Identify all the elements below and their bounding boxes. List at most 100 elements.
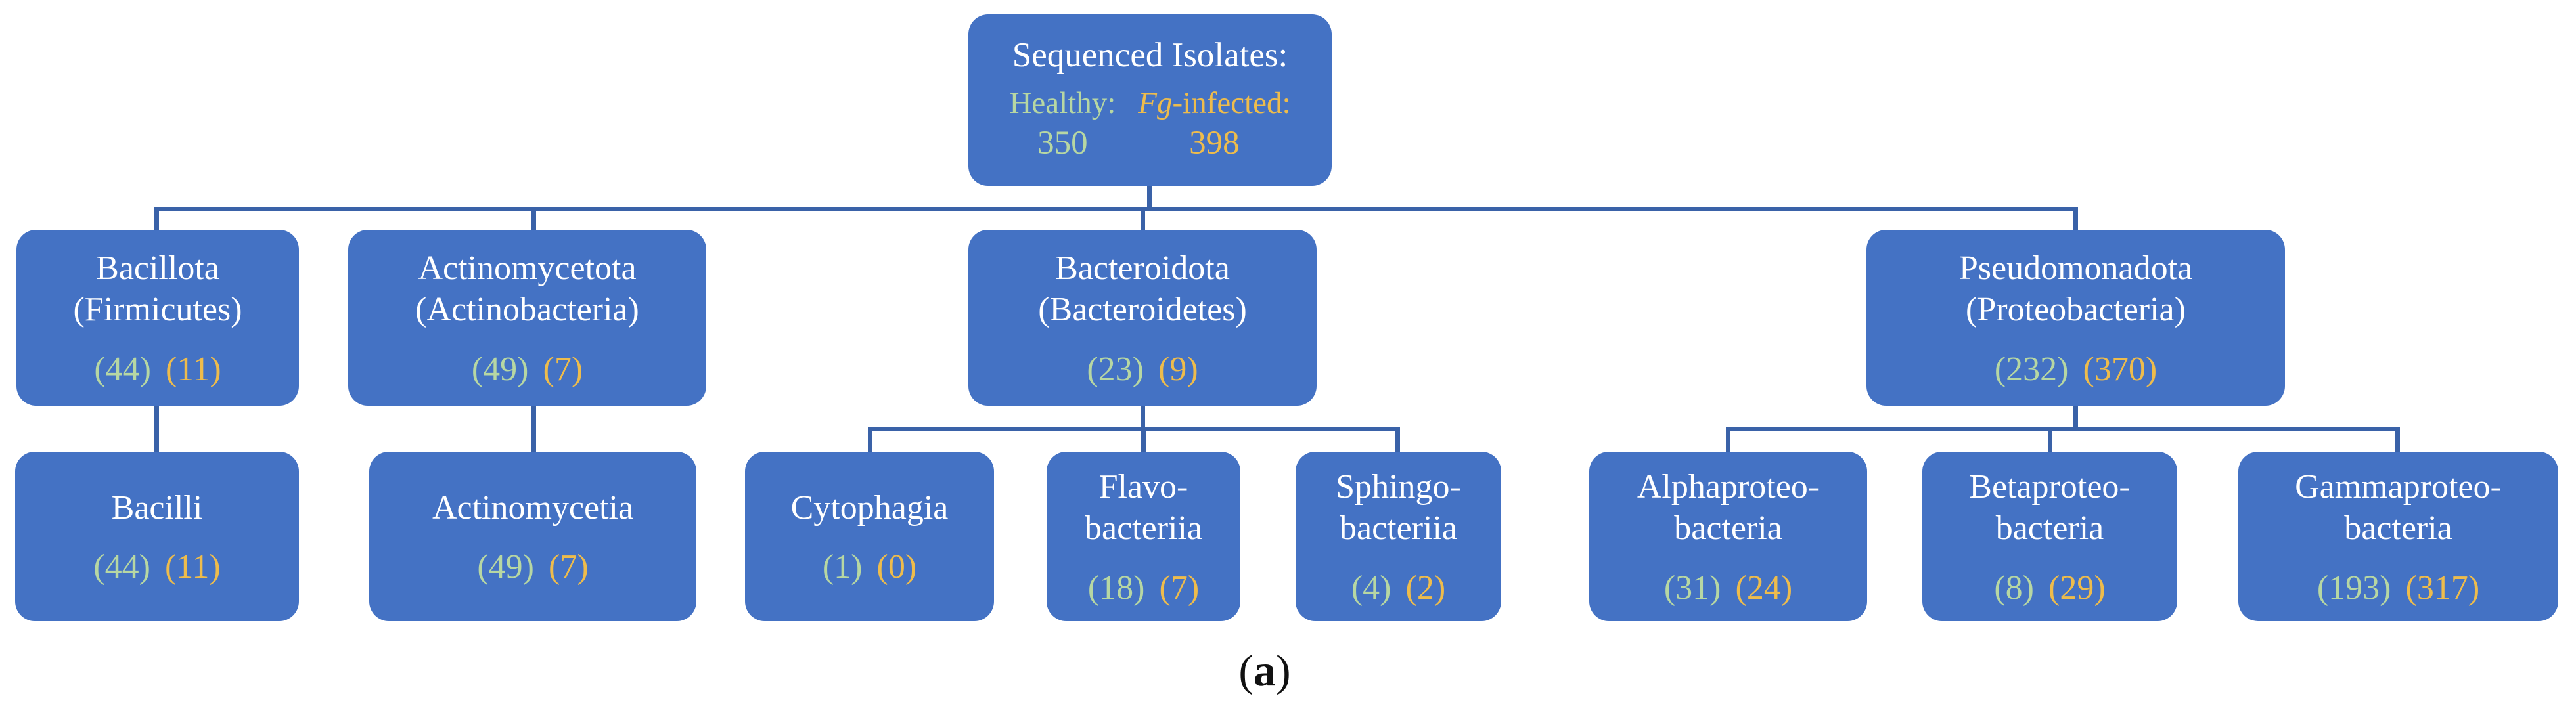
node-counts: (44) (11) [94,351,221,388]
healthy-count: (193) [2316,569,2391,607]
infected-column: Fg-infected: 398 [1138,85,1290,165]
node-counts: (23)(9) [1087,351,1198,388]
node-title: Alphaproteo- bacteria [1637,466,1819,550]
node-title: Cytophagia [791,487,949,529]
node-title: Actinomycetia [432,487,633,529]
infected-count: (11) [165,350,221,388]
node-actinomycetia: Actinomycetia (49)(7) [369,452,696,621]
fg-abbreviation: Fg [1138,85,1173,120]
connector-stub-cytophagia [868,427,872,454]
connector-stub-alphaproteobacteria [1726,427,1730,454]
node-title: Gammaproteo- bacteria [2295,466,2502,550]
node-title-line2: bacteria [1674,510,1782,548]
node-title-line2: bacteriia [1085,510,1202,548]
node-title-line2: (Bacteroidetes) [1038,291,1247,329]
node-title: Bacilli [112,487,203,529]
healthy-count: (44) [93,548,150,586]
caption-open-paren: ( [1238,645,1254,695]
healthy-count: (4) [1351,569,1391,607]
figure-caption: (a) [1163,645,1367,697]
node-title: Flavo- bacteriia [1085,466,1202,550]
healthy-total: 350 [1037,125,1088,162]
node-actinomycetota: Actinomycetota (Actinobacteria) (49) (7) [348,230,706,406]
healthy-count: (1) [822,548,863,586]
connector-stub-sphingobacteriia [1395,427,1400,454]
node-title-line1: Betaproteo- [1969,467,2131,506]
node-title-line1: Actinomycetota [418,249,637,287]
node-title-line1: Pseudomonadota [1958,249,2193,287]
node-title: Bacillota (Firmicutes) [73,248,242,331]
connector-stub-flavobacteriia [1141,427,1146,454]
node-alphaproteobacteria: Alphaproteo- bacteria (31) (24) [1589,452,1867,621]
node-bacillota: Bacillota (Firmicutes) (44) (11) [16,230,299,406]
node-sequenced-isolates: Sequenced Isolates: Healthy: 350 Fg-infe… [968,14,1332,186]
node-counts: (4) (2) [1351,569,1445,607]
node-title-line1: Bacteroidota [1055,249,1230,287]
healthy-count: (18) [1087,569,1145,607]
infected-count: (7) [543,350,583,388]
node-betaproteobacteria: Betaproteo- bacteria (8)(29) [1922,452,2177,621]
infected-count: (24) [1735,569,1793,607]
healthy-label: Healthy: [1009,85,1116,120]
node-counts: (193)(317) [2317,569,2479,607]
node-title-line1: Sphingo- [1336,467,1461,506]
connector-bacillota-bacilli [154,404,159,454]
root-counts-columns: Healthy: 350 Fg-infected: 398 [1009,85,1290,165]
connector-bacteroidota-down [1141,404,1145,431]
infected-total: 398 [1189,125,1240,162]
infected-count: (9) [1158,350,1198,388]
connector-stub-bacteroidota [1141,207,1145,232]
node-bacteroidota: Bacteroidota (Bacteroidetes) (23)(9) [968,230,1317,406]
node-title-line1: Bacilli [111,489,203,527]
healthy-count: (49) [477,548,534,586]
node-title: Bacteroidota (Bacteroidetes) [1038,248,1247,331]
node-counts: (49)(7) [477,548,588,586]
node-title-line1: Gammaproteo- [2295,467,2502,506]
node-title: Pseudomonadota (Proteobacteria) [1959,248,2192,331]
node-title-line2: (Firmicutes) [73,291,242,329]
node-title-line1: Cytophagia [790,489,949,527]
node-title-line2: bacteriia [1340,510,1457,548]
infected-label: Fg-infected: [1138,85,1290,121]
caption-letter: a [1254,645,1276,695]
healthy-count: (31) [1663,569,1721,607]
node-flavobacteriia: Flavo- bacteriia (18) (7) [1047,452,1240,621]
node-title: Actinomycetota (Actinobacteria) [415,248,639,331]
connector-stub-pseudomonadota [2073,207,2078,232]
root-title: Sequenced Isolates: [1012,35,1288,74]
connector-stub-gammaproteobacteria [2395,427,2400,454]
healthy-count: (44) [94,350,151,388]
healthy-column: Healthy: 350 [1009,85,1116,165]
connector-bacteroidota-children [868,427,1400,431]
infected-count: (11) [164,548,221,586]
infected-label-rest: -infected: [1172,85,1291,120]
connector-main-horizontal [154,207,2078,211]
node-sphingobacteriia: Sphingo- bacteriia (4) (2) [1296,452,1501,621]
healthy-count: (232) [1994,350,2069,388]
node-title: Sphingo- bacteriia [1336,466,1461,550]
node-title-line2: (Proteobacteria) [1966,291,2186,329]
connector-stub-betaproteobacteria [2048,427,2052,454]
node-title-line1: Alphaproteo- [1637,467,1820,506]
connector-stub-bacillota [154,207,159,232]
node-counts: (232) (370) [1995,351,2157,388]
node-title-line1: Flavo- [1098,467,1188,506]
caption-close-paren: ) [1276,645,1291,695]
connector-pseudomonadota-children [1726,427,2400,431]
node-counts: (31) (24) [1664,569,1792,607]
node-title-line2: bacteria [1995,510,2104,548]
infected-count: (370) [2083,350,2158,388]
node-title: Betaproteo- bacteria [1969,466,2130,550]
node-counts: (49) (7) [472,351,583,388]
connector-root-stub [1147,184,1152,211]
healthy-count: (49) [471,350,529,388]
connector-pseudomonadota-down [2073,404,2078,431]
node-title-line2: bacteria [2344,510,2452,548]
node-title-line1: Actinomycetia [432,489,634,527]
node-bacilli: Bacilli (44) (11) [15,452,299,621]
infected-count: (7) [1159,569,1200,607]
connector-stub-actinomycetota [531,207,536,232]
infected-count: (2) [1405,569,1446,607]
node-cytophagia: Cytophagia (1)(0) [745,452,994,621]
